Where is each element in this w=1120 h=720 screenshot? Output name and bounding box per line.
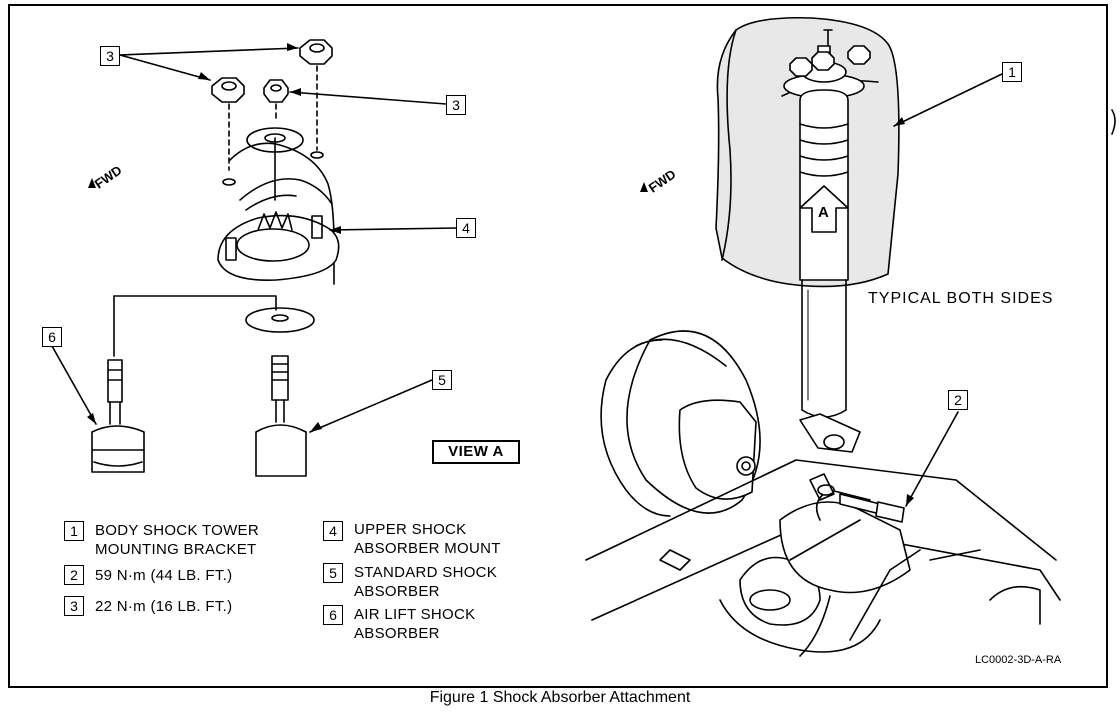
right-arrowheads (894, 117, 914, 506)
left-leader-lines (51, 47, 457, 433)
figure-caption: Figure 1 Shock Absorber Attachment (429, 689, 691, 706)
callout-5: 5 (432, 370, 452, 390)
view-a-arrow-letter: A (818, 204, 829, 221)
figure-frame (8, 4, 1108, 688)
legend-num-3: 3 (64, 596, 84, 616)
legend-text-6a: AIR LIFT SHOCK (354, 606, 476, 623)
legend-text-1b: MOUNTING BRACKET (95, 541, 257, 558)
top-mount-assembly (783, 29, 871, 99)
legend-text-5b: ABSORBER (354, 583, 440, 600)
callout-3-top-left: 3 (100, 46, 120, 66)
fwd-arrow-right-icon (640, 182, 648, 192)
nut-left (211, 77, 245, 103)
legend-text-2: 59 N·m (44 LB. FT.) (95, 567, 233, 584)
callout-1: 1 (1002, 62, 1022, 82)
nut-top-right (299, 39, 333, 65)
view-a-label: VIEW A (432, 440, 520, 464)
legend-num-2: 2 (64, 565, 84, 585)
legend-num-1: 1 (64, 521, 84, 541)
brake-drum (600, 330, 761, 517)
stud-guide-lines (228, 65, 318, 171)
callout-2: 2 (948, 390, 968, 410)
upper-bushing (246, 127, 304, 201)
axle-and-lower-bracket (585, 459, 1061, 657)
fwd-arrow-left-icon (88, 178, 96, 188)
edge-mark (1111, 109, 1116, 135)
lower-washer (245, 307, 315, 333)
legend-text-4b: ABSORBER MOUNT (354, 540, 501, 557)
callout-6: 6 (42, 327, 62, 347)
nut-center (263, 79, 289, 103)
left-arrowheads (87, 43, 341, 432)
legend-text-1a: BODY SHOCK TOWER (95, 522, 259, 539)
legend-num-5: 5 (323, 563, 343, 583)
illustration-code: LC0002-3D-A-RA (975, 654, 1062, 666)
legend-num-6: 6 (323, 605, 343, 625)
legend-text-4a: UPPER SHOCK (354, 521, 467, 538)
legend-text-3: 22 N·m (16 LB. FT.) (95, 598, 233, 615)
view-a-arrow (799, 185, 849, 233)
shock-mounting-bolt (809, 473, 905, 523)
callout-3-right: 3 (446, 95, 466, 115)
typical-both-sides-note: TYPICAL BOTH SIDES (868, 290, 1054, 307)
callout-4: 4 (456, 218, 476, 238)
air-lift-shock (91, 295, 277, 473)
right-leader-lines (893, 73, 1003, 507)
legend-num-4: 4 (323, 521, 343, 541)
legend-text-5a: STANDARD SHOCK (354, 564, 498, 581)
standard-shock (255, 355, 307, 477)
upper-shock-mount (217, 211, 340, 281)
legend-text-6b: ABSORBER (354, 625, 440, 642)
body-tower-section (229, 142, 335, 285)
